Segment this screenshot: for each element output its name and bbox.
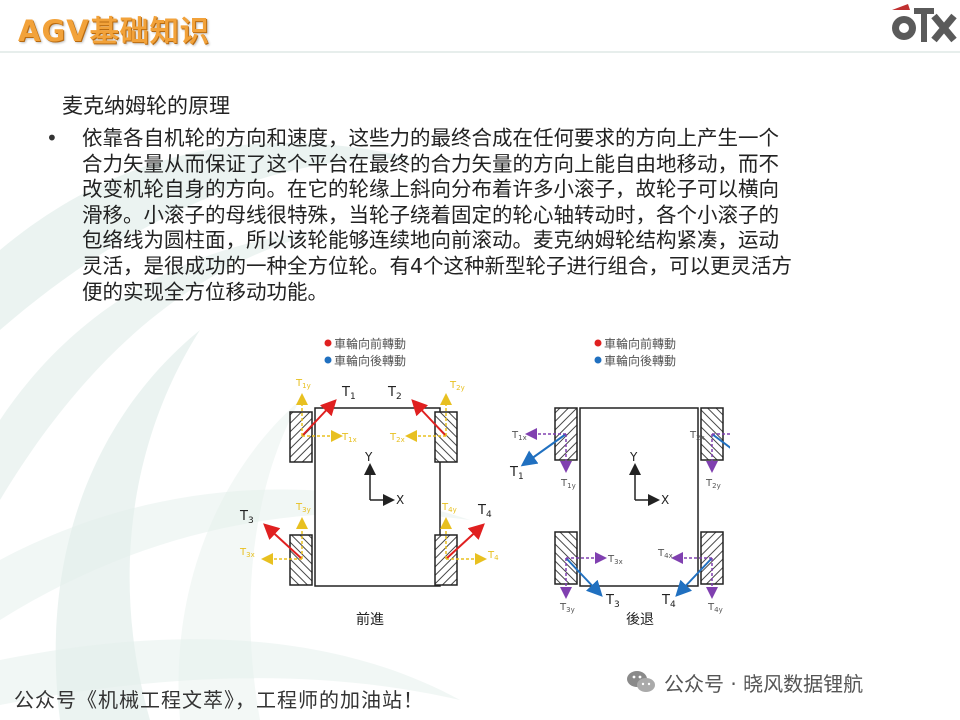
svg-text:T4y: T4y <box>707 602 723 614</box>
footer-right-text: 公众号 · 晓风数据锂航 <box>664 671 864 696</box>
bullet-line: 灵活，是很成功的一种全方位轮。有4个这种新型轮子进行组合，可以更灵活方 <box>82 253 793 278</box>
svg-text:T3: T3 <box>239 509 254 526</box>
bullet-text: 依靠各自机轮的方向和速度，这些力的最终合成在任何要求的方向上产生一个 合力矢量从… <box>82 126 914 305</box>
forward-legend: 車輪向前轉動 車輪向後轉動 <box>324 336 406 368</box>
svg-text:T3x: T3x <box>239 547 255 559</box>
legend-forward-label-2: 車輪向前轉動 <box>604 336 676 351</box>
svg-text:T3y: T3y <box>559 602 575 614</box>
svg-text:T4: T4 <box>661 593 676 610</box>
mecanum-wheel-diagram: 車輪向前轉動 車輪向後轉動 Y X T1 T1y T1x T2 T2y T2x … <box>239 336 730 628</box>
footer-watermark: 公众号 · 晓风数据锂航 <box>626 668 863 696</box>
svg-text:T1y: T1y <box>295 378 311 390</box>
section-subtitle: 麦克纳姆轮的原理 <box>62 94 230 118</box>
svg-text:T3: T3 <box>605 593 620 610</box>
company-logo <box>892 4 957 43</box>
forward-wheel-3 <box>289 534 313 586</box>
bullet-marker: • <box>46 126 58 150</box>
forward-wheel-1 <box>289 411 313 463</box>
svg-text:T4y: T4y <box>441 502 457 514</box>
svg-text:T2y: T2y <box>705 478 721 490</box>
bullet-line: 便的实现全方位移动功能。 <box>82 279 328 304</box>
bullet-line: 合力矢量从而保证了这个平台在最终的合力矢量的方向上能自由地移动，而不 <box>82 151 779 176</box>
footer-left-text: 公众号《机械工程文萃》，工程师的加油站！ <box>14 688 424 712</box>
legend-backward-label-2: 車輪向後轉動 <box>604 353 676 368</box>
bullet-line: 滑移。小滚子的母线很特殊，当轮子绕着固定的轮心轴转动时，各个小滚子的 <box>82 202 779 227</box>
svg-text:T1x: T1x <box>511 430 527 442</box>
forward-wheel-4 <box>434 534 458 586</box>
backward-axis-y: Y <box>629 450 638 464</box>
page-title: AGV基础知识 <box>18 14 210 48</box>
bullet-line: 包络线为圆柱面，所以该轮能够连续地向前滚动。麦克纳姆轮结构紧凑，运动 <box>82 228 779 253</box>
backward-chassis <box>579 407 699 587</box>
legend-forward-label: 車輪向前轉動 <box>334 336 406 351</box>
legend-backward-label: 車輪向後轉動 <box>334 353 406 368</box>
svg-text:T1: T1 <box>509 465 524 482</box>
forward-axis-x: X <box>396 493 404 507</box>
forward-axis-y: Y <box>364 450 373 464</box>
forward-caption: 前進 <box>356 611 384 628</box>
forward-chassis <box>314 407 441 587</box>
backward-caption: 後退 <box>626 612 654 628</box>
svg-text:T2y: T2y <box>449 380 465 392</box>
svg-text:T3y: T3y <box>295 502 311 514</box>
svg-text:T2: T2 <box>387 385 402 402</box>
svg-text:T4: T4 <box>477 503 492 520</box>
svg-text:T1: T1 <box>341 385 356 402</box>
forward-wheel-2 <box>434 411 458 463</box>
bullet-line: 改变机轮自身的方向。在它的轮缘上斜向分布着许多小滚子，故轮子可以横向 <box>82 177 779 202</box>
svg-text:T4: T4 <box>487 550 499 562</box>
svg-text:T1y: T1y <box>560 478 576 490</box>
backward-legend: 車輪向前轉動 車輪向後轉動 <box>594 336 676 368</box>
bullet-line: 依靠各自机轮的方向和速度，这些力的最终合成在任何要求的方向上产生一个 <box>82 126 779 150</box>
wechat-icon <box>627 671 655 692</box>
backward-axis-x: X <box>661 493 669 507</box>
